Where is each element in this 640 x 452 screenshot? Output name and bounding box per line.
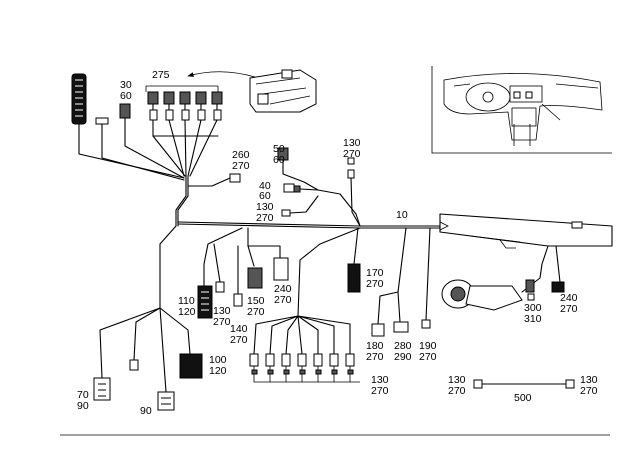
callout-500: 500 bbox=[514, 392, 532, 404]
callout-310: 310 bbox=[524, 313, 542, 325]
callout-300: 300 bbox=[524, 302, 542, 314]
connector-275-plugs bbox=[145, 85, 223, 177]
connectors-110-130 bbox=[197, 227, 243, 319]
callout-150: 150 bbox=[247, 295, 265, 307]
callout-120: 120 bbox=[178, 306, 196, 318]
callout-130: 130 bbox=[371, 374, 389, 386]
dashboard-location-inset bbox=[431, 66, 612, 154]
lower-left-branches bbox=[93, 307, 203, 411]
connector-30-60 bbox=[119, 103, 185, 179]
callout-60: 60 bbox=[120, 90, 132, 102]
callout-140: 140 bbox=[230, 323, 248, 335]
callout-270: 270 bbox=[419, 351, 437, 363]
component-275-relay-block bbox=[187, 69, 317, 113]
callout-130: 130 bbox=[580, 374, 598, 386]
callout-70: 70 bbox=[77, 389, 89, 401]
callout-170: 170 bbox=[366, 267, 384, 279]
callout-260: 260 bbox=[232, 149, 250, 161]
callout-50: 50 bbox=[273, 143, 285, 155]
callout-60: 60 bbox=[273, 154, 285, 166]
callout-60: 60 bbox=[259, 190, 271, 202]
callout-270: 270 bbox=[366, 351, 384, 363]
callout-130: 130 bbox=[256, 201, 274, 213]
horn-assembly-300-310 bbox=[441, 245, 565, 311]
callout-270: 270 bbox=[448, 385, 466, 397]
callout-130: 130 bbox=[343, 137, 361, 149]
callout-240: 240 bbox=[560, 292, 578, 304]
callout-100: 100 bbox=[209, 354, 227, 366]
callout-270: 270 bbox=[366, 278, 384, 290]
callout-270: 270 bbox=[213, 316, 231, 328]
cable-500 bbox=[473, 379, 575, 389]
callout-270: 270 bbox=[560, 303, 578, 315]
callout-270: 270 bbox=[371, 385, 389, 397]
callout-240: 240 bbox=[274, 283, 292, 295]
callout-90: 90 bbox=[140, 405, 152, 417]
callout-275: 275 bbox=[152, 69, 170, 81]
callout-130: 130 bbox=[448, 374, 466, 386]
connector-170-270 bbox=[347, 227, 361, 293]
callout-270: 270 bbox=[230, 334, 248, 346]
callout-labels: 275 30 60 260 270 50 60 40 60 130 270 13… bbox=[77, 69, 598, 417]
callout-30: 30 bbox=[120, 79, 132, 91]
connectors-50-40-130-group bbox=[277, 147, 361, 227]
callout-120: 120 bbox=[209, 365, 227, 377]
callout-110: 110 bbox=[178, 295, 195, 307]
callout-90: 90 bbox=[77, 400, 89, 412]
callout-130: 130 bbox=[213, 305, 231, 317]
callout-10: 10 bbox=[396, 209, 408, 221]
connectors-240-150 bbox=[233, 227, 289, 307]
callout-270: 270 bbox=[232, 160, 250, 172]
callout-270: 270 bbox=[343, 148, 361, 160]
callout-190: 190 bbox=[419, 340, 437, 352]
bottom-fanout-connectors bbox=[249, 227, 361, 383]
callout-40: 40 bbox=[259, 180, 271, 192]
main-harness-trunk bbox=[159, 173, 613, 309]
callout-290: 290 bbox=[394, 351, 412, 363]
callout-280: 280 bbox=[394, 340, 412, 352]
callout-270: 270 bbox=[274, 294, 292, 306]
callout-180: 180 bbox=[366, 340, 384, 352]
callout-270: 270 bbox=[247, 306, 265, 318]
callout-270: 270 bbox=[256, 212, 274, 224]
top-left-multi-pin-connector bbox=[71, 73, 185, 181]
callout-270: 270 bbox=[580, 385, 598, 397]
connectors-180-280-190 bbox=[371, 227, 431, 337]
